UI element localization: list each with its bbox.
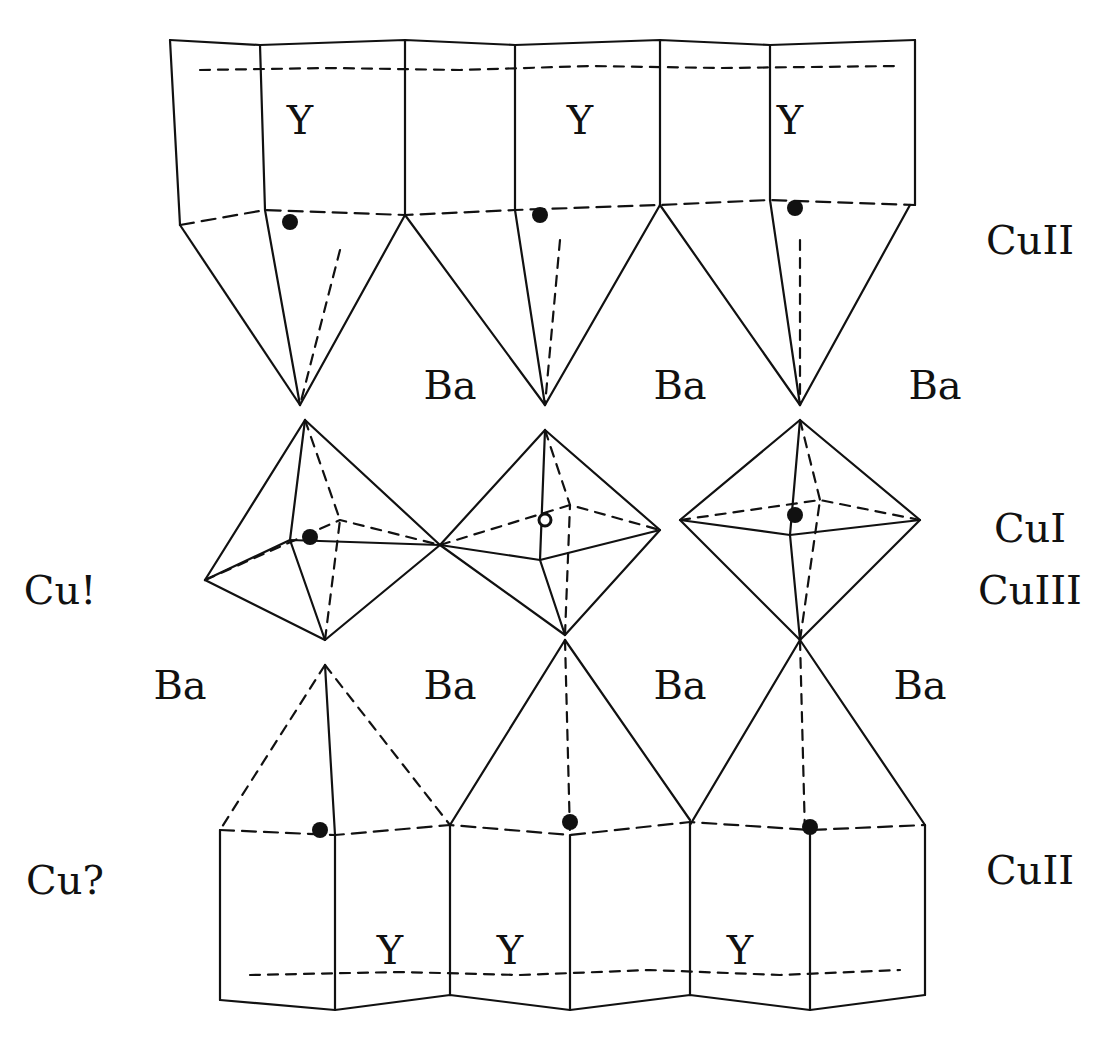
- atom-label: Ba: [423, 665, 476, 705]
- atom-label: Ba: [153, 665, 206, 705]
- atom-label: Ba: [893, 665, 946, 705]
- atom-label: Y: [497, 930, 523, 970]
- atom-label: Y: [377, 930, 403, 970]
- atom-label: CuIII: [978, 570, 1082, 610]
- atom-label: Y: [567, 100, 593, 140]
- atom-label: CuII: [986, 220, 1074, 260]
- atom-label: Y: [777, 100, 803, 140]
- atom-label: Cu?: [26, 860, 104, 900]
- atom-label: Ba: [423, 365, 476, 405]
- atom-label: Ba: [908, 365, 961, 405]
- atom-label: Cu!: [24, 570, 96, 610]
- atom-label: Ba: [653, 365, 706, 405]
- atom-label: Y: [727, 930, 753, 970]
- atom-label: Ba: [653, 665, 706, 705]
- atom-label: Y: [287, 100, 313, 140]
- atom-label: CuI: [994, 508, 1066, 548]
- atom-label: CuII: [986, 850, 1074, 890]
